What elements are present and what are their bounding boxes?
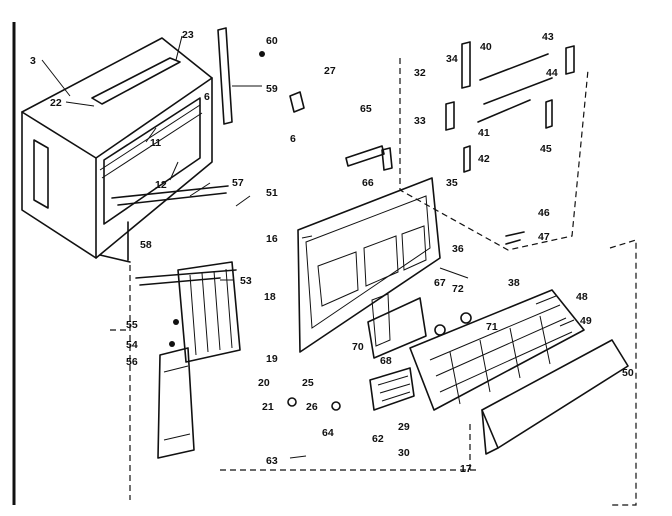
callout-42: 42 — [478, 153, 490, 165]
small-parts — [169, 27, 575, 411]
callout-72: 72 — [452, 283, 464, 295]
callout-65: 65 — [360, 103, 372, 115]
callout-29: 29 — [398, 421, 410, 433]
dashed-outline-top-right — [399, 58, 589, 251]
callout-38: 38 — [508, 277, 520, 289]
callout-41: 41 — [478, 127, 490, 139]
callout-6b: 6 — [290, 133, 296, 145]
callout-51: 51 — [266, 187, 278, 199]
callout-47: 47 — [538, 231, 550, 243]
dashed-outline-bottom — [220, 420, 480, 471]
callout-21: 21 — [262, 401, 274, 413]
callout-45: 45 — [540, 143, 552, 155]
callout-53: 53 — [240, 275, 252, 287]
callout-36: 36 — [452, 243, 464, 255]
callout-33: 33 — [414, 115, 426, 127]
callout-20: 20 — [258, 377, 270, 389]
callout-19: 19 — [266, 353, 278, 365]
callout-17: 17 — [460, 463, 472, 475]
callout-30: 30 — [398, 447, 410, 459]
callout-62: 62 — [372, 433, 384, 445]
callout-63: 63 — [266, 455, 278, 467]
callout-27: 27 — [324, 65, 336, 77]
callout-49: 49 — [580, 315, 592, 327]
callout-22: 22 — [50, 97, 62, 109]
dashed-outline-right — [609, 239, 637, 506]
callout-3: 3 — [30, 55, 36, 67]
callout-25: 25 — [302, 377, 314, 389]
louver-assembly — [111, 185, 241, 459]
callout-12: 12 — [155, 179, 167, 191]
callout-43: 43 — [542, 31, 554, 43]
callout-46: 46 — [538, 207, 550, 219]
callout-64: 64 — [322, 427, 334, 439]
callout-16: 16 — [266, 233, 278, 245]
callout-18: 18 — [264, 291, 276, 303]
callout-34: 34 — [446, 53, 458, 65]
callout-6: 6 — [204, 91, 210, 103]
callout-55: 55 — [126, 319, 138, 331]
callout-labels: 3 22 23 11 12 60 6 59 27 6 57 51 58 53 5… — [30, 29, 634, 475]
callout-58: 58 — [140, 239, 152, 251]
callout-54: 54 — [126, 339, 138, 351]
callout-50: 50 — [622, 367, 634, 379]
callout-70: 70 — [352, 341, 364, 353]
callout-59: 59 — [266, 83, 278, 95]
callout-26: 26 — [306, 401, 318, 413]
callout-48: 48 — [576, 291, 588, 303]
front-grille-frame — [409, 289, 629, 455]
callout-67: 67 — [434, 277, 446, 289]
callout-71: 71 — [486, 321, 498, 333]
leader-lines — [41, 35, 575, 459]
callout-40: 40 — [480, 41, 492, 53]
callout-60: 60 — [266, 35, 278, 47]
callout-23: 23 — [182, 29, 194, 41]
callout-56: 56 — [126, 356, 138, 368]
callout-44: 44 — [546, 67, 558, 79]
cabinet-housing — [21, 37, 213, 263]
callout-68: 68 — [380, 355, 392, 367]
dashed-outline-left — [110, 265, 131, 500]
callout-57: 57 — [232, 177, 244, 189]
callout-11: 11 — [150, 137, 161, 149]
partition-panel — [297, 177, 441, 359]
callout-35: 35 — [446, 177, 458, 189]
callout-66: 66 — [362, 177, 374, 189]
callout-32: 32 — [414, 67, 426, 79]
